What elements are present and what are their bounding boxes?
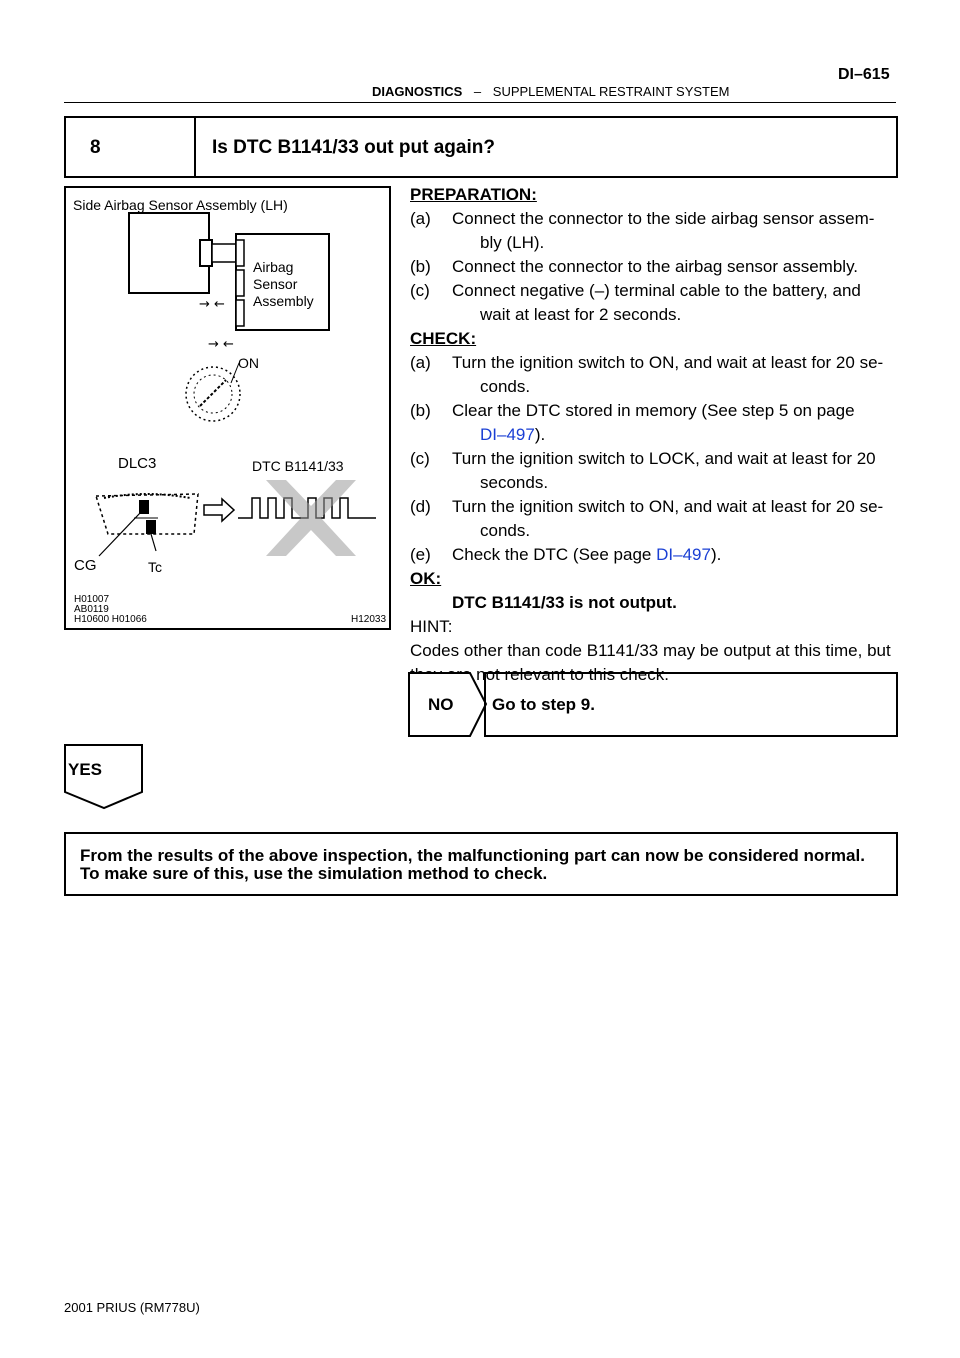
no-branch-arrow xyxy=(408,672,488,737)
ref-1: H01007 xyxy=(74,594,109,605)
header-section: DIAGNOSTICS xyxy=(372,84,463,99)
prep-c-tag: (c) xyxy=(410,281,430,300)
check-d-line1: Turn the ignition switch to ON, and wait… xyxy=(452,497,884,516)
prep-b-line1: Connect the connector to the airbag sens… xyxy=(452,257,859,276)
preparation-label: PREPARATION: xyxy=(410,185,537,204)
header-rule xyxy=(64,102,896,103)
prep-c-line1: Connect negative (–) terminal cable to t… xyxy=(452,281,861,300)
page-link-di-497-e[interactable]: DI–497 xyxy=(656,545,711,564)
diagnostic-figure: Side Airbag Sensor Assembly (LH) Airbag … xyxy=(64,186,391,630)
check-b-line2: DI–497). xyxy=(480,425,546,444)
ignition-on-label: ON xyxy=(238,355,259,371)
airbag-sensor-assembly-box xyxy=(235,233,330,331)
check-label: CHECK: xyxy=(410,329,477,348)
check-d-line2: conds. xyxy=(480,521,531,540)
step-title: Is DTC B1141/33 out put again? xyxy=(212,137,495,158)
check-e-line1: Check the DTC (See page DI–497). xyxy=(452,545,722,564)
prep-a-line2: bly (LH). xyxy=(480,233,545,252)
airbag-label-1: Airbag xyxy=(253,259,293,275)
no-result-box xyxy=(484,672,898,737)
check-b-line1: Clear the DTC stored in memory (See step… xyxy=(452,401,855,420)
page-link-di-497[interactable]: DI–497 xyxy=(480,425,535,444)
step-title-box: 8 Is DTC B1141/33 out put again? xyxy=(64,116,898,178)
check-a-line2: conds. xyxy=(480,377,531,396)
dtc-waveform xyxy=(238,497,376,519)
hint-line2: they are not relevant to this check. xyxy=(410,665,669,684)
check-c-tag: (c) xyxy=(410,449,430,468)
prep-a-line1: Connect the connector to the side airbag… xyxy=(452,209,875,228)
result-box xyxy=(64,832,898,896)
ref-2: AB0119 xyxy=(74,604,109,615)
result-line2: To make sure of this, use the simulation… xyxy=(80,864,548,883)
hint-label: HINT: xyxy=(410,617,453,636)
result-line1: From the results of the above inspection… xyxy=(80,846,865,865)
sensor-connector xyxy=(199,239,213,267)
tc-leader xyxy=(150,533,157,552)
header-subsection: SUPPLEMENTAL RESTRAINT SYSTEM xyxy=(492,84,730,99)
prep-a-tag: (a) xyxy=(410,209,431,228)
ok-label: OK: xyxy=(410,569,442,588)
connect-arrows-2: → ← xyxy=(208,337,234,352)
connect-arrows-1: → ← xyxy=(199,297,225,312)
step-divider xyxy=(194,118,196,176)
check-a-tag: (a) xyxy=(410,353,431,372)
header-separator: – xyxy=(473,84,482,99)
check-e-tag: (e) xyxy=(410,545,431,564)
step-number: 8 xyxy=(90,137,101,158)
ref-3: H10600 H01066 xyxy=(74,614,147,625)
prep-c-line2: wait at least for 2 seconds. xyxy=(480,305,682,324)
check-c-line1: Turn the ignition switch to LOCK, and wa… xyxy=(452,449,876,468)
cg-leader xyxy=(98,511,142,557)
yes-label: YES xyxy=(68,760,103,779)
side-airbag-sensor-box xyxy=(128,212,210,294)
flow-arrow-icon xyxy=(203,497,236,523)
cross-out-icon xyxy=(266,480,356,556)
check-c-line2: seconds. xyxy=(480,473,549,492)
tc-label: Tc xyxy=(148,559,162,575)
ignition-switch-icon xyxy=(185,366,241,422)
ref-4: H12033 xyxy=(351,614,386,625)
page-number: DI–615 xyxy=(838,66,890,83)
check-d-tag: (d) xyxy=(410,497,431,516)
check-a-line1: Turn the ignition switch to ON, and wait… xyxy=(452,353,884,372)
yes-branch-arrow xyxy=(64,744,143,810)
ok-text: DTC B1141/33 is not output. xyxy=(452,593,677,612)
prep-b-tag: (b) xyxy=(410,257,431,276)
no-label: NO xyxy=(428,695,454,714)
airbag-label-2: Sensor xyxy=(253,276,298,292)
footer-model: 2001 PRIUS (RM778U) xyxy=(64,1300,200,1315)
no-result-text: Go to step 9. xyxy=(492,695,595,714)
airbag-label-3: Assembly xyxy=(253,293,314,309)
dtc-label: DTC B1141/33 xyxy=(252,458,344,474)
cg-label: CG xyxy=(74,557,97,574)
running-header: DIAGNOSTICS – SUPPLEMENTAL RESTRAINT SYS… xyxy=(372,84,729,99)
hint-line1: Codes other than code B1141/33 may be ou… xyxy=(410,641,891,660)
connector-plug xyxy=(211,243,237,263)
check-b-tag: (b) xyxy=(410,401,431,420)
dlc3-label: DLC3 xyxy=(118,455,156,472)
figure-illustration: Side Airbag Sensor Assembly (LH) Airbag … xyxy=(73,197,386,625)
figure-title: Side Airbag Sensor Assembly (LH) xyxy=(73,197,288,213)
